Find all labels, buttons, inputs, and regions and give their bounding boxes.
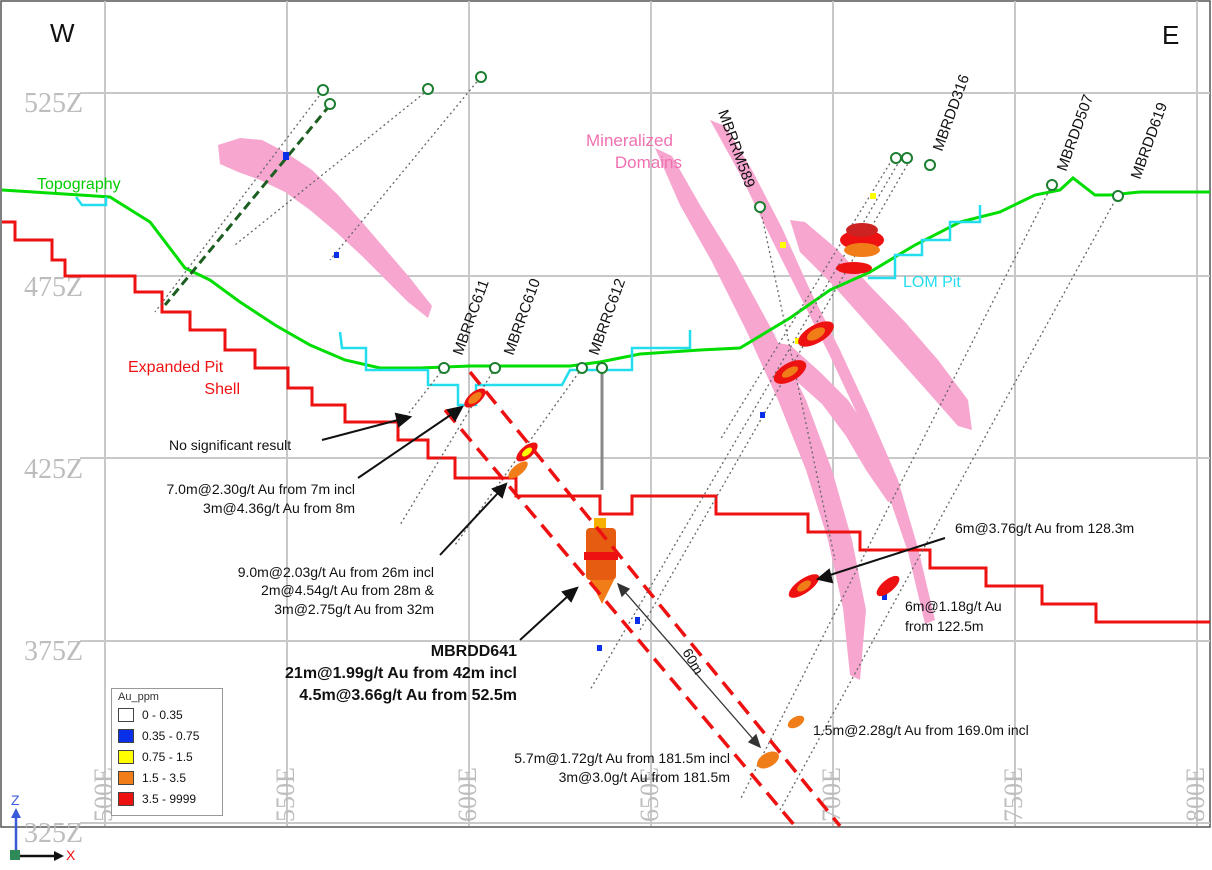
- callout-4: 1.5m@2.28g/t Au from 169.0m incl: [813, 722, 1029, 738]
- legend-row: 0 - 0.35: [118, 707, 183, 723]
- mineralized-domains: [218, 120, 972, 680]
- callout-no-result: No significant result: [169, 437, 291, 453]
- section-corridor: [443, 370, 842, 828]
- callout-5: 6m@3.76g/t Au from 128.3m: [955, 520, 1134, 536]
- west-label: W: [50, 18, 75, 48]
- callout-2-line-3: 3m@2.75g/t Au from 32m: [274, 601, 434, 617]
- legend-swatch: [118, 750, 134, 764]
- elevation-label-325: 325Z: [24, 818, 83, 849]
- legend-label: 1.5 - 3.5: [142, 771, 187, 785]
- easting-label-600: 600E: [453, 767, 482, 822]
- pit-shell-label-1: Expanded Pit: [128, 359, 224, 376]
- pit-shell-label-2: Shell: [204, 381, 240, 398]
- legend-label: 3.5 - 9999: [142, 792, 197, 806]
- intercept-discs: [464, 223, 900, 769]
- intercept-mbrdd507: [788, 574, 820, 598]
- lom-pit-outline-east: [868, 205, 982, 280]
- intercept-mbrrc610-a: [516, 442, 538, 462]
- elevation-label-525: 525Z: [24, 88, 83, 119]
- easting-label-650: 650E: [635, 767, 664, 822]
- main-callout-line-3: 4.5m@3.66g/t Au from 52.5m: [299, 687, 517, 704]
- legend-row: 0.75 - 1.5: [118, 749, 193, 765]
- lom-pit-label: LOM Pit: [903, 274, 961, 291]
- callout-1-line-1: 7.0m@2.30g/t Au from 7m incl: [166, 481, 355, 497]
- lom-pit-outline: [75, 196, 108, 207]
- callout-1-line-2: 3m@4.36g/t Au from 8m: [203, 500, 355, 516]
- legend-row: 3.5 - 9999: [118, 791, 196, 807]
- callout-3-line-2: 3m@3.0g/t Au from 181.5m: [559, 769, 730, 785]
- legend-swatch: [118, 708, 134, 722]
- width-dimension: [616, 582, 762, 749]
- easting-label-550: 550E: [271, 767, 300, 822]
- callout-6-line-2: from 122.5m: [905, 618, 984, 634]
- main-callout-line-2: 21m@1.99g/t Au from 42m incl: [285, 665, 517, 682]
- easting-label-750: 750E: [999, 767, 1028, 822]
- legend-label: 0.75 - 1.5: [142, 750, 193, 764]
- legend-label: 0.35 - 0.75: [142, 729, 200, 743]
- legend-swatch: [118, 729, 134, 743]
- legend-swatch: [118, 771, 134, 785]
- grid: [80, 1, 1210, 826]
- easting-label-800: 800E: [1181, 767, 1210, 822]
- callout-6-line-1: 6m@1.18g/t Au: [905, 598, 1002, 614]
- intercept-deep-a: [787, 715, 805, 729]
- triad-z-label: Z: [11, 792, 20, 808]
- topography-line: [1, 176, 1210, 370]
- intercept-mbrdd316-upper: [836, 223, 884, 274]
- callout-arrows: [321, 405, 946, 641]
- topography-label: Topography: [37, 176, 121, 193]
- intercept-mbrrc611: [464, 388, 486, 408]
- inclined-drillhole: [163, 104, 332, 306]
- callout-2-line-1: 9.0m@2.03g/t Au from 26m incl: [238, 564, 434, 580]
- elevation-label-425: 425Z: [24, 454, 83, 485]
- legend-row: 1.5 - 3.5: [118, 770, 186, 786]
- main-callout-hole: MBRDD641: [431, 643, 517, 660]
- legend-row: 0.35 - 0.75: [118, 728, 199, 744]
- collar-markers: [317, 71, 1124, 374]
- axis-triad: Z X: [10, 792, 76, 863]
- legend-label: 0 - 0.35: [142, 708, 183, 722]
- intercept-deep-b: [757, 751, 779, 769]
- triad-x-label: X: [66, 847, 76, 863]
- mineralized-label-1: Mineralized: [586, 131, 673, 150]
- legend-title: Au_ppm: [118, 691, 159, 703]
- mineralized-label-2: Domains: [615, 153, 682, 172]
- callout-2-line-2: 2m@4.54g/t Au from 28m &: [261, 582, 435, 598]
- au-legend: Au_ppm 0 - 0.35 0.35 - 0.75 0.75 - 1.5 1…: [111, 688, 223, 816]
- easting-label-700: 700E: [817, 767, 846, 822]
- legend-swatch: [118, 792, 134, 806]
- elevation-label-375: 375Z: [24, 636, 83, 667]
- intercept-mbrdd619: [876, 575, 900, 597]
- intercept-mbrdd316-low: [773, 360, 807, 384]
- callout-3-line-1: 5.7m@1.72g/t Au from 181.5m incl: [514, 750, 730, 766]
- east-label: E: [1162, 20, 1179, 50]
- intercept-mbrdd316-mid: [798, 321, 834, 347]
- intercept-mbrrc610-b: [508, 461, 528, 479]
- intercept-mbrdd641: [584, 518, 618, 604]
